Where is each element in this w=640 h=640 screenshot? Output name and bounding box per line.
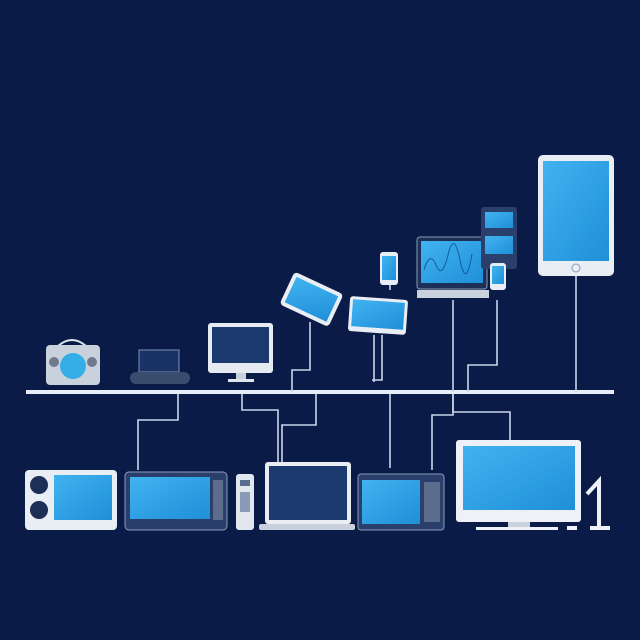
tablet-icon — [280, 272, 343, 326]
network-bus-line — [26, 390, 614, 394]
router-icon — [130, 349, 190, 384]
media-player-icon — [25, 470, 117, 530]
desktop-monitor-icon — [208, 323, 273, 382]
phone-icon — [481, 207, 517, 290]
tablet-icon — [348, 296, 408, 335]
tv-icon — [124, 471, 228, 531]
desktop-monitor-icon — [456, 440, 581, 530]
desk-lamp-icon — [585, 475, 610, 530]
microwave-icon — [357, 473, 445, 531]
radio-icon — [46, 339, 100, 385]
connection-wires — [137, 262, 577, 470]
remote-icon — [236, 474, 254, 530]
laptop-icon — [416, 236, 489, 298]
smartphone-icon — [380, 252, 398, 285]
large-tablet-icon — [538, 155, 614, 276]
laptop-icon — [259, 462, 355, 530]
